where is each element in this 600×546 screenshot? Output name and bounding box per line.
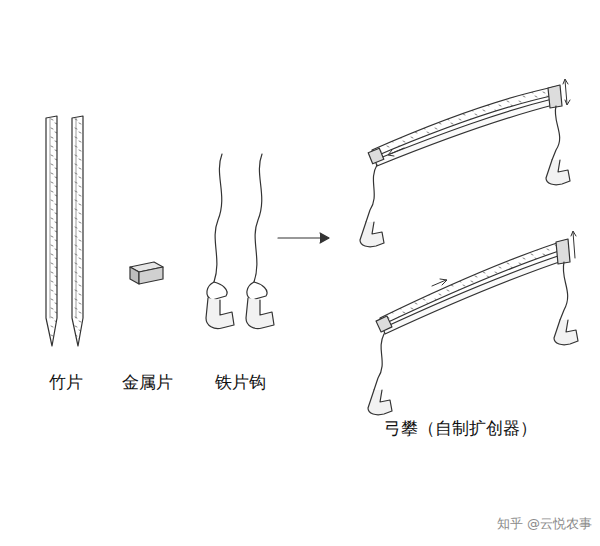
bow-retractor bbox=[360, 79, 570, 247]
watermark: 知乎 @云悦农事 bbox=[497, 516, 592, 532]
bow-retractor bbox=[368, 231, 578, 415]
process-arrow bbox=[278, 233, 329, 243]
bamboo-strip bbox=[46, 116, 83, 346]
part-label: 竹片 bbox=[49, 372, 83, 392]
caption-label: 弓攀（自制扩创器） bbox=[384, 418, 537, 438]
part-label: 铁片钩 bbox=[215, 372, 266, 392]
metal-block bbox=[130, 262, 163, 284]
part-label: 金属片 bbox=[122, 372, 173, 392]
iron-hook bbox=[206, 154, 274, 329]
